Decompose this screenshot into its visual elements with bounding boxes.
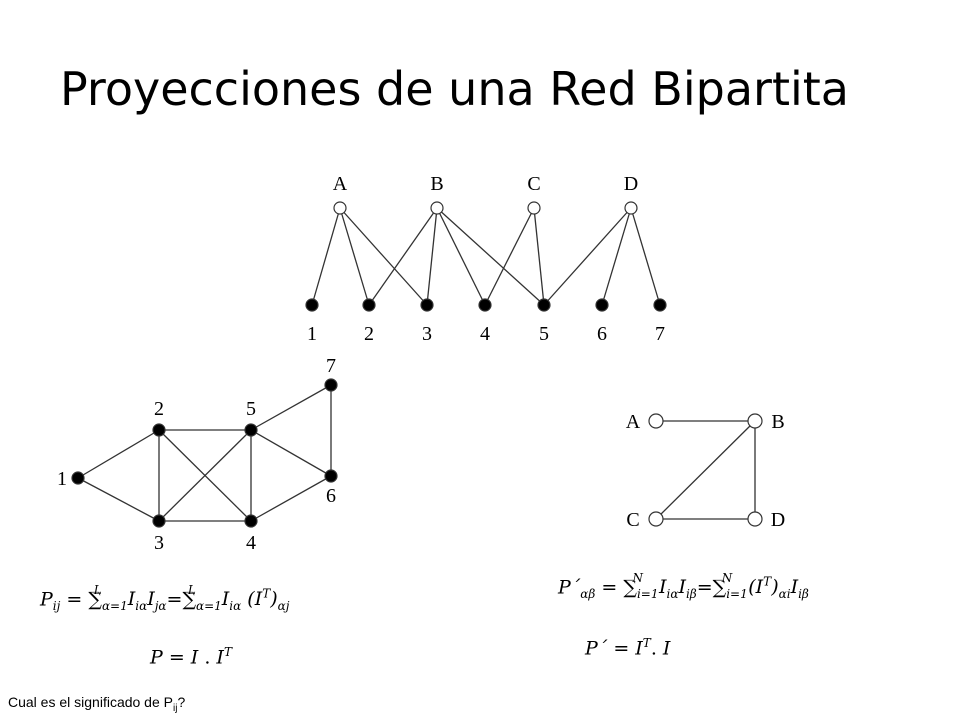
- top-projection-node-label-B: B: [771, 411, 784, 433]
- bipartite-node-7: [653, 298, 667, 312]
- bipartite-edge-D-6: [601, 207, 632, 306]
- bipartite-edge-D-7: [630, 207, 661, 306]
- bipartite-node-label-6: 6: [597, 323, 607, 345]
- pprime-matrix-formula: P´ = IT. I: [585, 636, 671, 660]
- projection-edge-4-6: [250, 475, 332, 522]
- bipartite-node-label-7: 7: [655, 323, 665, 345]
- projection-node-label-4: 4: [246, 532, 256, 554]
- projection-edge-5-7: [250, 384, 332, 431]
- projection-node-2: [152, 423, 166, 437]
- projection-node-1: [71, 471, 85, 485]
- bipartite-node-A: [333, 201, 347, 215]
- bipartite-edge-A-1: [311, 207, 341, 306]
- projection-edge-5-6: [250, 429, 332, 477]
- top-projection-node-D: [747, 511, 763, 527]
- projection-edge-1-2: [77, 429, 160, 479]
- projection-node-label-1: 1: [57, 468, 67, 490]
- bipartite-node-D: [624, 201, 638, 215]
- projection-node-7: [324, 378, 338, 392]
- top-projection-node-C: [648, 511, 664, 527]
- projection-edge-1-3: [77, 477, 160, 522]
- bipartite-edge-B-5: [436, 207, 545, 306]
- bipartite-node-2: [362, 298, 376, 312]
- projection-node-label-7: 7: [326, 355, 336, 377]
- bipartite-node-1: [305, 298, 319, 312]
- projection-node-3: [152, 514, 166, 528]
- bipartite-node-5: [537, 298, 551, 312]
- bipartite-edge-C-4: [484, 207, 535, 306]
- projection-node-4: [244, 514, 258, 528]
- bipartite-edge-B-3: [426, 207, 438, 306]
- bipartite-node-3: [420, 298, 434, 312]
- p-matrix-formula: P = I . IT: [150, 645, 232, 669]
- bipartite-graph: A B C D 1 2 3 4 5 6 7: [305, 173, 667, 345]
- top-projection-node-A: [648, 413, 664, 429]
- top-projection-node-label-D: D: [771, 509, 785, 531]
- top-projection-node-label-C: C: [626, 509, 639, 531]
- top-projection-node-label-A: A: [626, 411, 641, 433]
- projection-node-label-5: 5: [246, 398, 256, 420]
- top-projection-edge-B-C: [655, 420, 756, 520]
- projection-edge-3-5: [158, 429, 252, 522]
- bipartite-node-label-4: 4: [480, 323, 490, 345]
- projection-node-label-6: 6: [326, 485, 336, 507]
- projection-node-5: [244, 423, 258, 437]
- bipartite-node-label-1: 1: [307, 323, 317, 345]
- bipartite-edge-A-2: [339, 207, 370, 306]
- question-text: Cual es el significado de Pij?: [8, 694, 186, 714]
- bipartite-edge-B-2: [368, 207, 438, 306]
- bipartite-node-B: [430, 201, 444, 215]
- bipartite-node-label-D: D: [624, 173, 638, 195]
- bipartite-node-label-C: C: [527, 173, 540, 195]
- slide-title: Proyecciones de una Red Bipartita: [60, 62, 849, 116]
- projection-node-label-3: 3: [154, 532, 164, 554]
- projection-node-label-2: 2: [154, 398, 164, 420]
- bipartite-node-4: [478, 298, 492, 312]
- bipartite-edge-A-3: [339, 207, 428, 306]
- bipartite-edge-C-5: [533, 207, 545, 306]
- bipartite-node-label-B: B: [430, 173, 443, 195]
- bipartite-node-label-A: A: [333, 173, 348, 195]
- bipartite-node-label-2: 2: [364, 323, 374, 345]
- bipartite-edge-B-4: [436, 207, 486, 306]
- bipartite-node-6: [595, 298, 609, 312]
- projection-node-6: [324, 469, 338, 483]
- top-projection-node-B: [747, 413, 763, 429]
- bipartite-node-label-3: 3: [422, 323, 432, 345]
- bipartite-node-C: [527, 201, 541, 215]
- bipartite-edge-D-5: [543, 207, 632, 306]
- bipartite-node-label-5: 5: [539, 323, 549, 345]
- top-projection-graph: A B C D: [626, 411, 785, 531]
- bottom-projection-graph: 1 2 3 4 5 6 7: [57, 355, 338, 554]
